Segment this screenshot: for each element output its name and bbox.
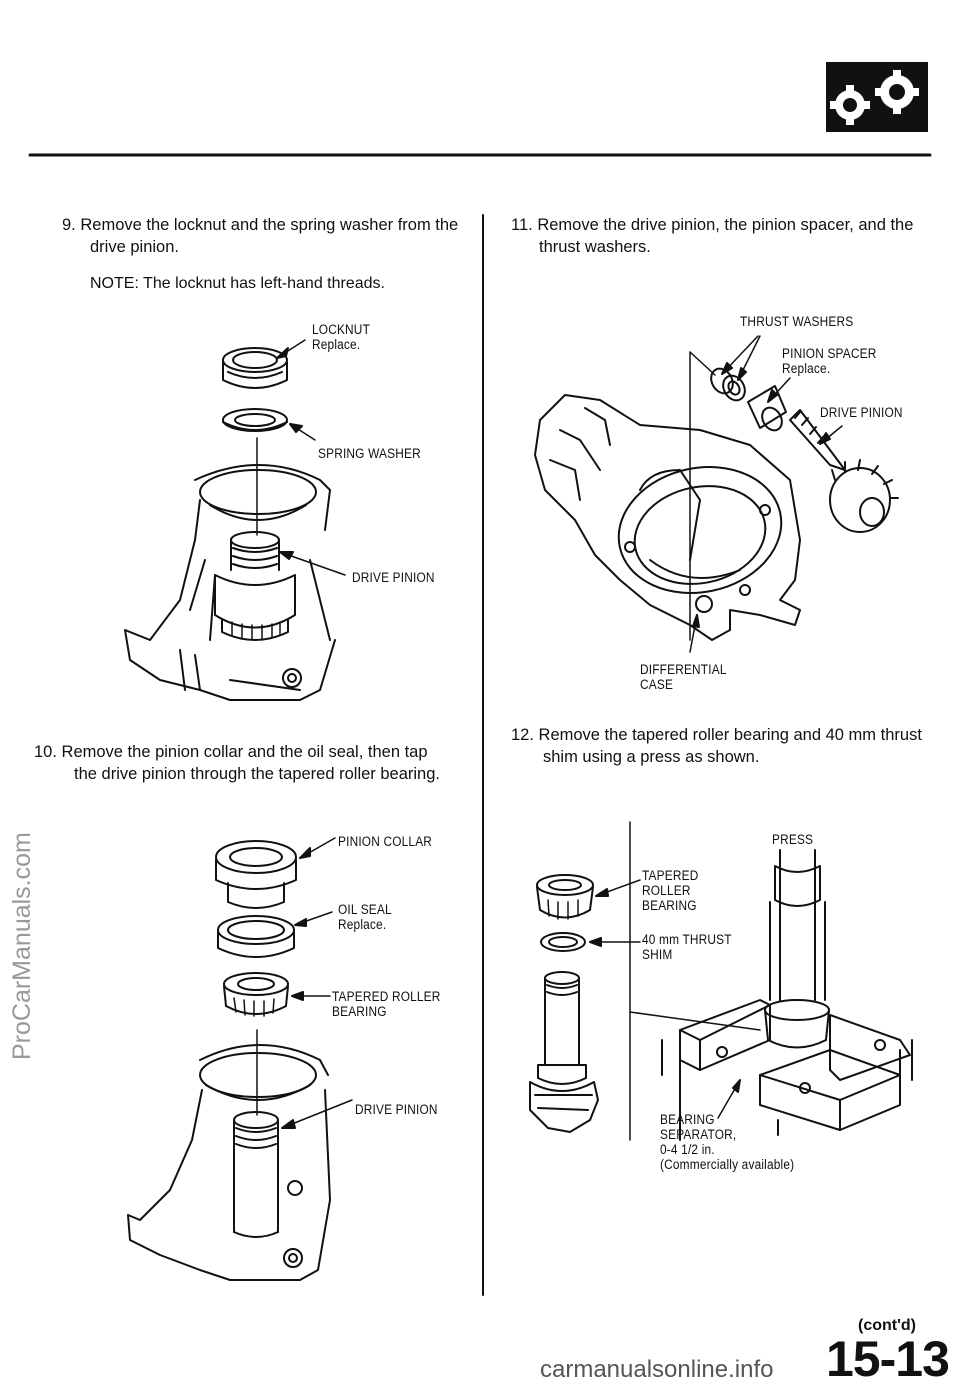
label-press: PRESS [772, 832, 814, 847]
step-10-text-2: the drive pinion through the tapered rol… [74, 765, 440, 783]
label-drive-pinion-9: DRIVE PINION [352, 570, 435, 585]
watermark-text: ProCarManuals.com [8, 832, 36, 1060]
step-9-text-2: drive pinion. [90, 238, 179, 256]
step-10: 10. Remove the pinion collar and the oil… [34, 741, 464, 785]
step-9-number: 9. [62, 216, 76, 234]
page-number: 15-13 [826, 1331, 950, 1387]
step-9: 9. Remove the locknut and the spring was… [62, 214, 462, 258]
label-drive-pinion-10: DRIVE PINION [355, 1102, 438, 1117]
footer-site-text: carmanualsonline.info [540, 1356, 774, 1383]
step-9-text-1: Remove the locknut and the spring washer… [80, 216, 459, 234]
step-12: 12. Remove the tapered roller bearing an… [511, 724, 931, 768]
continued-marker: (cont'd) [858, 1317, 917, 1334]
step-9-note: NOTE: The locknut has left-hand threads. [90, 275, 385, 292]
gear-logo-icon [826, 62, 928, 132]
step-11: 11. Remove the drive pinion, the pinion … [511, 214, 931, 258]
figure-10-pinion-collar-removal [127, 837, 353, 1281]
figure-11-differential-case [534, 335, 899, 653]
step-12-number: 12. [511, 726, 534, 744]
step-11-number: 11. [511, 216, 533, 234]
step-10-number: 10. [34, 743, 57, 761]
figure-9-locknut-removal [124, 339, 346, 701]
step-12-text-2: shim using a press as shown. [543, 748, 760, 766]
step-11-text-1: Remove the drive pinion, the pinion spac… [537, 216, 914, 234]
step-12-text-1: Remove the tapered roller bearing and 40… [538, 726, 922, 744]
label-pinion-collar: PINION COLLAR [338, 834, 433, 849]
label-thrust-washers: THRUST WASHERS [740, 314, 854, 329]
label-spring-washer: SPRING WASHER [318, 446, 421, 461]
label-drive-pinion-11: DRIVE PINION [820, 405, 903, 420]
figure-12-press-setup [529, 821, 913, 1141]
step-10-text-1: Remove the pinion collar and the oil sea… [61, 743, 428, 761]
step-11-text-2: thrust washers. [539, 238, 651, 256]
